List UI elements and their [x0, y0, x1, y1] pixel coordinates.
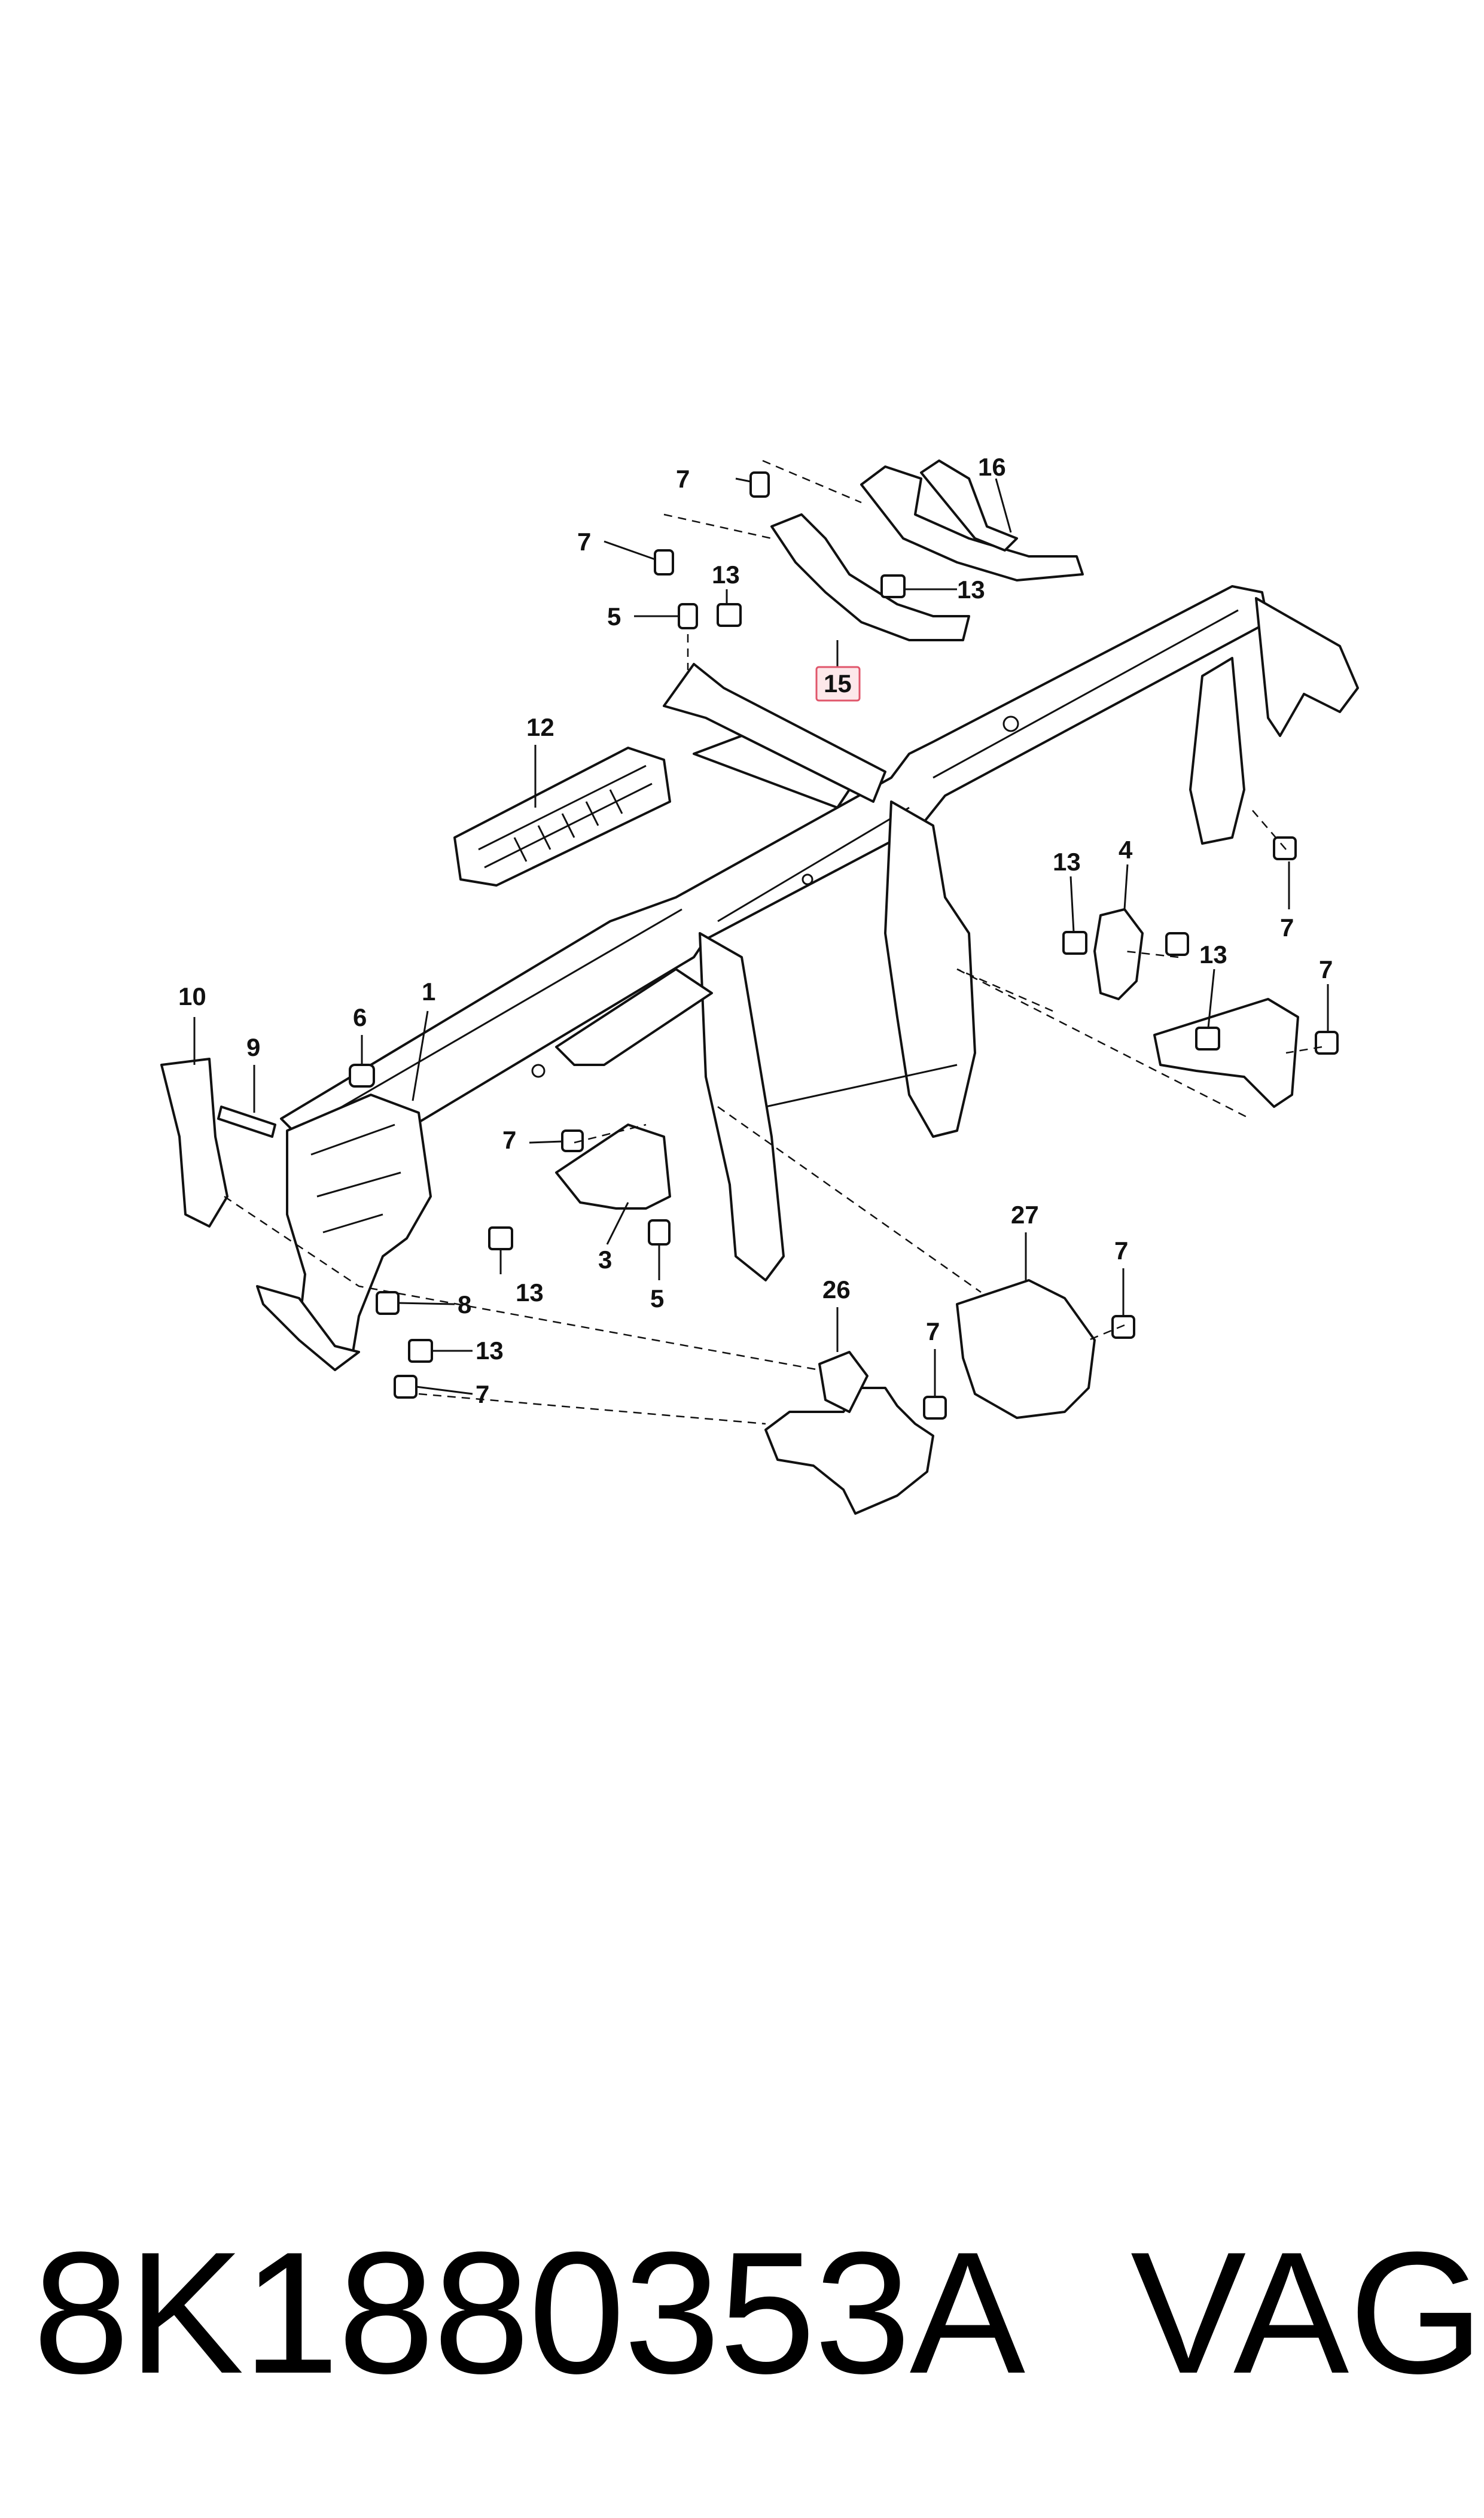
- part-12-air-vent: [453, 747, 671, 887]
- callout-6: 6: [353, 1003, 367, 1031]
- callout-16: 16: [978, 453, 1006, 481]
- callout-7: 7: [926, 1317, 940, 1345]
- callout-7: 7: [1114, 1237, 1128, 1265]
- callout-7: 7: [676, 465, 690, 493]
- callout-labels: 7 16 7 13 13 5 15 12 13 4 7 13 7 10 6 1 …: [178, 453, 1333, 1408]
- callout-13: 13: [1053, 848, 1081, 876]
- callout-5: 5: [650, 1284, 664, 1313]
- callout-13: 13: [957, 576, 985, 604]
- callout-27: 27: [1011, 1201, 1039, 1229]
- right-bracket: [1153, 998, 1299, 1108]
- callout-8: 8: [458, 1290, 471, 1319]
- callout-7: 7: [577, 528, 591, 556]
- callout-7: 7: [502, 1126, 516, 1154]
- callout-15: 15: [824, 669, 852, 698]
- callout-10: 10: [178, 982, 206, 1010]
- highlight-box: [815, 666, 861, 702]
- part-16-bracket: [860, 465, 1084, 581]
- callout-7: 7: [1280, 914, 1294, 942]
- left-end-bracket: [256, 1094, 432, 1371]
- callout-13: 13: [476, 1336, 504, 1365]
- callout-5: 5: [607, 602, 621, 631]
- callout-13: 13: [712, 561, 740, 589]
- part-number: 8K1880353A: [33, 2216, 1025, 2410]
- exploded-parts-diagram: 7 16 7 13 13 5 15 12 13 4 7 13 7 10 6 1 …: [160, 453, 1359, 1515]
- callout-1: 1: [422, 978, 435, 1006]
- cross-car-beam: [280, 585, 1359, 1281]
- callout-12: 12: [526, 713, 554, 741]
- callout-26: 26: [822, 1275, 851, 1304]
- part-10-bracket: [160, 1058, 228, 1228]
- callout-9: 9: [246, 1033, 260, 1061]
- leader-lines: [193, 477, 1329, 1397]
- part-3-bracket: [555, 1123, 671, 1210]
- part-6-nut: [349, 1064, 375, 1088]
- brand-label: VAG: [1130, 2216, 1484, 2410]
- callout-7: 7: [1319, 955, 1333, 984]
- assembly-dashed-lines: [224, 459, 1323, 1425]
- part-15-bracket: [770, 513, 970, 641]
- part-27-bracket: [956, 1279, 1096, 1419]
- clip-parts: [408, 574, 1220, 1363]
- part-4-bracket: [1093, 908, 1144, 1000]
- callout-3: 3: [598, 1246, 612, 1274]
- part-9-stud: [217, 1106, 276, 1138]
- callout-13: 13: [1199, 940, 1227, 969]
- callout-4: 4: [1119, 836, 1133, 864]
- callout-13: 13: [516, 1278, 544, 1307]
- callout-7: 7: [476, 1380, 489, 1408]
